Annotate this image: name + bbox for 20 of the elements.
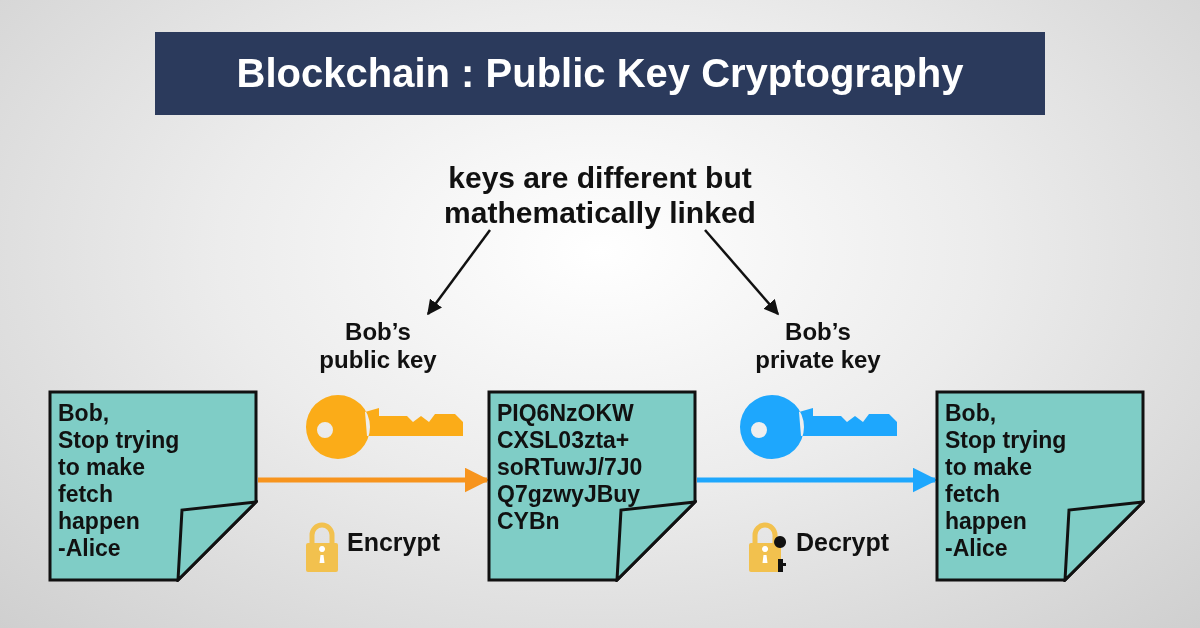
key-label: Bob’s private key xyxy=(743,318,893,374)
key-label: Bob’s public key xyxy=(313,318,443,374)
note-text: Bob, xyxy=(945,400,997,427)
action-label: Encrypt xyxy=(347,528,441,557)
arrow xyxy=(697,467,938,493)
note-text: -Alice xyxy=(945,535,1008,562)
action-label: Decrypt xyxy=(796,528,890,557)
ciphertext: PIQ6NzOKW CXSL03zta+ soRTuwJ/7J0 Q7gzwyJBuy CYBn xyxy=(497,400,644,535)
document-page xyxy=(487,390,697,582)
note-text: Stop trying to make fetch happen xyxy=(58,427,181,535)
document-page xyxy=(935,390,1145,582)
document-page xyxy=(48,390,258,582)
title-banner: Blockchain : Public Key Cryptography xyxy=(155,32,1045,115)
arrow xyxy=(704,229,779,316)
annotation-text: keys are different but mathematically linked xyxy=(400,160,800,230)
note-text: -Alice xyxy=(58,535,121,562)
arrow xyxy=(427,229,491,316)
note-text: Bob, xyxy=(58,400,110,427)
arrow xyxy=(258,467,490,493)
note-text: Stop trying to make fetch happen xyxy=(945,427,1068,535)
